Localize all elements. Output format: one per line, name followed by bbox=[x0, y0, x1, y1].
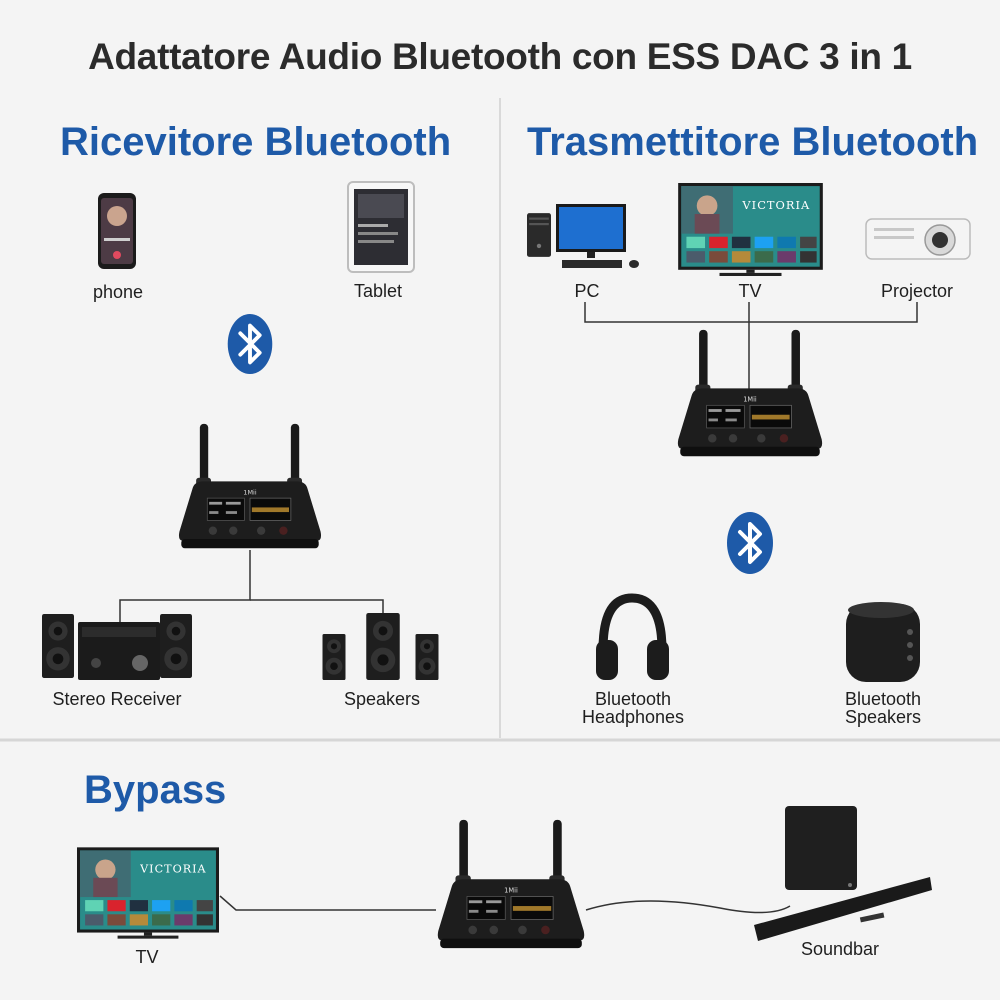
heading-transmitter: Trasmettitore Bluetooth bbox=[527, 120, 979, 164]
label-projector: Projector bbox=[880, 281, 954, 301]
label-phone: phone bbox=[92, 282, 144, 302]
adapter-transmitter bbox=[677, 329, 823, 457]
label-tablet: Tablet bbox=[353, 281, 403, 301]
phone-icon bbox=[98, 193, 136, 269]
label-bt-speakers-line1: Bluetooth bbox=[844, 689, 922, 709]
adapter-bypass bbox=[437, 819, 585, 949]
label-bt-speakers-line2: Speakers bbox=[844, 707, 922, 727]
projector-icon bbox=[865, 218, 971, 260]
headphones-icon bbox=[596, 593, 669, 680]
tablet-icon bbox=[347, 181, 415, 273]
label-stereo-receiver: Stereo Receiver bbox=[52, 689, 182, 709]
receiver-connection-lines bbox=[119, 550, 384, 622]
transmitter-connection-lines bbox=[584, 302, 918, 392]
bluetooth-icon-transmitter bbox=[726, 511, 774, 575]
speakers-icon bbox=[322, 613, 439, 680]
heading-bypass: Bypass bbox=[84, 768, 227, 812]
label-pc: PC bbox=[574, 281, 600, 301]
tv-icon-transmitter bbox=[678, 183, 823, 276]
label-headphones-line2: Headphones bbox=[581, 707, 685, 727]
stereo-receiver-icon bbox=[42, 614, 192, 680]
pc-icon bbox=[527, 204, 639, 268]
label-speakers: Speakers bbox=[343, 689, 421, 709]
heading-receiver: Ricevitore Bluetooth bbox=[60, 120, 452, 164]
label-soundbar: Soundbar bbox=[800, 939, 880, 959]
bypass-connection-lines bbox=[219, 895, 791, 914]
label-tv-bypass: TV bbox=[135, 947, 159, 967]
soundbar-icon bbox=[754, 806, 932, 941]
label-headphones-line1: Bluetooth bbox=[594, 689, 672, 709]
bluetooth-icon-receiver bbox=[226, 313, 274, 375]
page-title: Adattatore Audio Bluetooth con ESS DAC 3… bbox=[88, 36, 912, 77]
bluetooth-speaker-icon bbox=[846, 602, 920, 682]
tv-icon-bypass bbox=[77, 847, 219, 939]
label-tv-transmitter: TV bbox=[738, 281, 762, 301]
adapter-receiver bbox=[178, 423, 322, 549]
